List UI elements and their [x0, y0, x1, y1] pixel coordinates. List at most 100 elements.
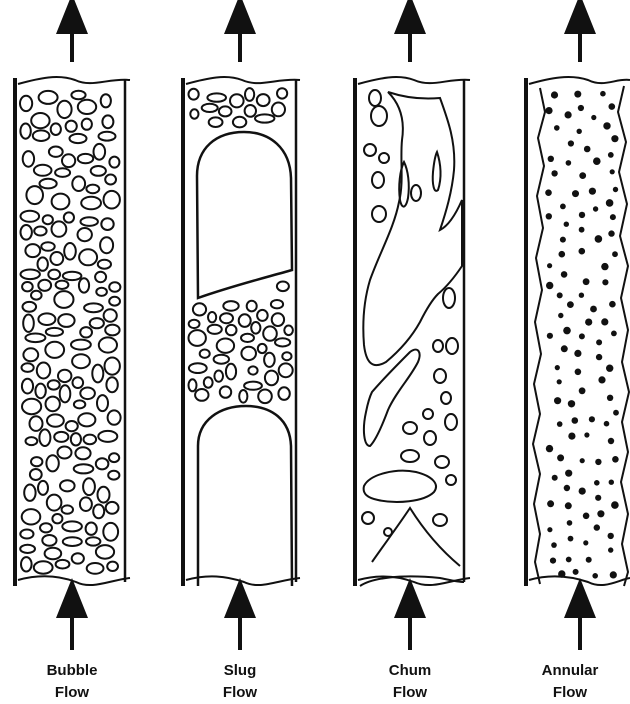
gas-bubble	[99, 337, 117, 352]
gas-bubble	[200, 350, 210, 358]
liquid-droplet	[601, 263, 608, 270]
gas-bubble	[96, 458, 109, 469]
gas-bubble	[60, 480, 75, 491]
liquid-droplet	[583, 278, 590, 285]
gas-bubble	[70, 134, 87, 143]
gas-bubble	[57, 101, 71, 118]
liquid-droplet	[593, 206, 598, 211]
gas-bubble	[258, 390, 272, 404]
gas-bubble	[98, 260, 111, 269]
gas-bubble	[98, 431, 117, 442]
label-line1: Slug	[180, 660, 300, 682]
gas-bubble	[99, 132, 116, 141]
gas-bubbles	[362, 90, 458, 536]
gas-bubble	[20, 530, 33, 539]
liquid-droplet	[557, 379, 562, 384]
gas-bubble	[25, 334, 45, 343]
gas-bubble	[48, 380, 60, 389]
gas-bubble	[91, 166, 106, 176]
gas-bubble	[22, 379, 33, 394]
gas-bubble	[244, 382, 262, 390]
liquid-droplet	[596, 354, 602, 360]
liquid-droplet	[610, 169, 615, 174]
gas-bubble	[81, 217, 98, 226]
gas-bubble	[371, 106, 387, 126]
gas-bubble	[279, 363, 293, 377]
gas-bubble	[43, 215, 53, 224]
gas-bubble	[64, 243, 76, 260]
liquid-droplet	[546, 282, 553, 289]
liquid-droplet	[610, 214, 616, 220]
gas-bubble	[97, 395, 108, 411]
gas-bubble	[34, 561, 53, 573]
label-line2: Flow	[180, 682, 300, 704]
gas-bubble	[90, 318, 104, 328]
gas-bubble	[45, 342, 64, 358]
gas-bubble	[38, 257, 48, 270]
label-line2: Flow	[510, 682, 630, 704]
liquid-droplet	[611, 331, 617, 337]
liquid-droplet	[584, 146, 591, 153]
gas-bubble	[226, 364, 236, 380]
gas-bubble	[109, 453, 119, 462]
liquid-droplet	[609, 480, 614, 485]
liquid-droplet	[589, 416, 595, 422]
gas-bubble	[107, 562, 118, 571]
liquid-droplet	[550, 558, 556, 564]
gas-bubble	[30, 469, 42, 480]
gas-bubble	[63, 537, 82, 546]
gas-bubble	[379, 153, 389, 163]
gas-bubble	[189, 89, 199, 100]
gas-bubble	[271, 300, 283, 308]
gas-bubble	[92, 365, 103, 383]
gas-bubble	[34, 227, 46, 236]
gas-bubble	[62, 521, 82, 531]
gas-bubble	[384, 528, 392, 536]
gas-bubble	[106, 502, 119, 514]
liquid-droplet	[594, 480, 600, 486]
slug-flow-pipe	[183, 77, 300, 586]
gas-bubble	[46, 397, 60, 412]
gas-bubble	[80, 327, 92, 337]
bubble-flow-pipe	[15, 77, 130, 586]
gas-bubble	[38, 280, 51, 291]
gas-bubble	[31, 113, 49, 128]
gas-bubble	[441, 392, 451, 404]
gas-bubble	[219, 106, 232, 116]
liquid-droplet	[572, 417, 579, 424]
gas-bubble	[189, 330, 206, 346]
liquid-droplet	[584, 432, 589, 437]
liquid-droplet	[583, 513, 590, 520]
liquid-droplet	[551, 542, 557, 548]
liquid-droplet	[575, 369, 582, 376]
gas-bubble	[46, 328, 63, 336]
top-arrows	[72, 14, 580, 62]
gas-bubble	[284, 326, 293, 336]
gas-bubble	[54, 432, 68, 442]
gas-bubble	[40, 179, 57, 189]
gas-bubble	[264, 353, 275, 367]
liquid-droplet	[608, 438, 614, 444]
gas-bubble	[24, 485, 35, 501]
gas-bubble	[23, 302, 37, 312]
gas-bubble	[23, 315, 34, 332]
gas-bubble	[21, 557, 32, 571]
gas-bubble	[263, 326, 277, 340]
gas-bubble	[55, 168, 70, 177]
liquid-droplet	[554, 397, 561, 404]
gas-bubble	[245, 105, 256, 117]
bottom-arrows	[72, 598, 580, 650]
liquid-droplet	[574, 91, 581, 98]
liquid-droplet	[607, 395, 613, 401]
gas-bubble	[424, 431, 436, 445]
gas-bubble	[20, 545, 35, 553]
gas-bubble	[245, 88, 254, 101]
entrained-droplets	[545, 91, 619, 579]
liquid-droplet	[548, 156, 554, 162]
gas-bubble	[241, 334, 254, 342]
liquid-droplet	[568, 140, 574, 146]
gas-bubble	[48, 270, 60, 280]
gas-bubble	[66, 121, 77, 132]
gas-bubble	[72, 553, 84, 563]
gas-bubble	[208, 325, 222, 334]
